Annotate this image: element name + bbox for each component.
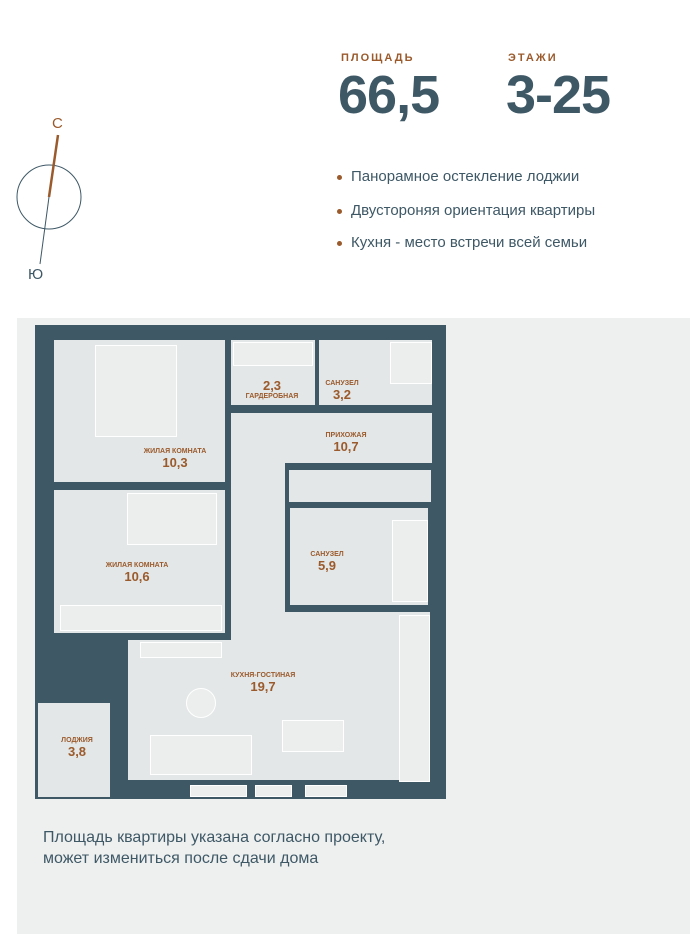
note-line: Площадь квартиры указана согласно проект…: [43, 829, 386, 846]
single-bed: [127, 493, 217, 545]
window: [255, 785, 292, 797]
feature-item: Двустороняя ориентация квартиры: [337, 202, 595, 219]
sofa: [150, 735, 252, 775]
wardrobe-bedroom-2: [60, 605, 222, 631]
compass-north: С: [52, 115, 63, 132]
shower: [390, 342, 432, 384]
area-label: ПЛОЩАДЬ: [341, 52, 415, 64]
kitchen-counter: [399, 615, 430, 782]
feature-item: Кухня - место встречи всей семьи: [337, 234, 587, 251]
room-corridor: [231, 413, 285, 643]
window: [305, 785, 347, 797]
room-loggia: [38, 703, 110, 797]
hall-closet: [289, 470, 431, 502]
disclaimer-note: Площадь квартиры указана согласно проект…: [43, 827, 385, 869]
compass-south: Ю: [28, 266, 44, 283]
bathtub: [392, 520, 428, 602]
note-line: может измениться после сдачи дома: [43, 850, 319, 867]
floors-label: ЭТАЖИ: [508, 52, 558, 64]
compass-icon: [16, 134, 82, 265]
round-table: [186, 688, 216, 718]
window: [190, 785, 247, 797]
tv-stand: [140, 642, 222, 658]
feature-item: Панорамное остекление лоджии: [337, 168, 579, 185]
dining-table: [282, 720, 344, 752]
area-value: 66,5: [338, 65, 440, 125]
wardrobe-rack: [233, 342, 313, 366]
double-bed: [95, 345, 177, 437]
floors-value: 3-25: [506, 65, 611, 125]
